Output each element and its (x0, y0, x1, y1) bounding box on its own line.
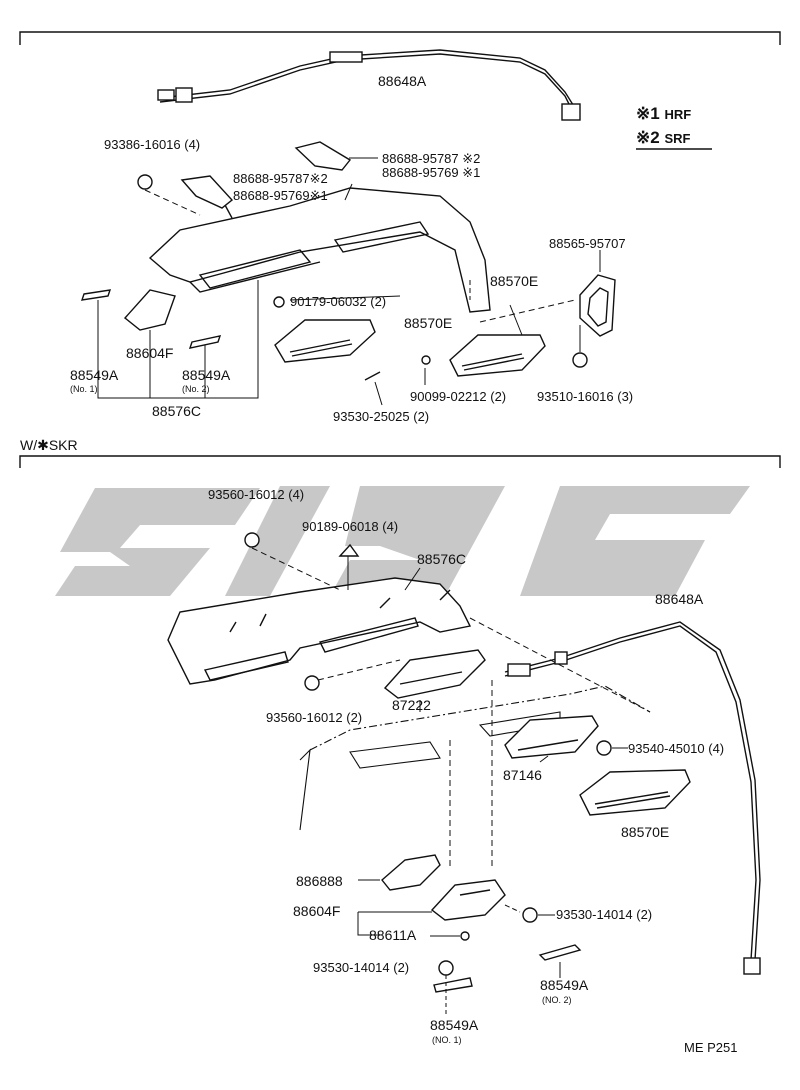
label-88570e-right: 88570E (490, 273, 539, 289)
label-93510-16016: 93510-16016 (3) (537, 389, 634, 404)
legend-item-srf: ※2 SRF (636, 126, 691, 150)
label-88549a-no1-top: 88549A (70, 367, 119, 383)
label-88549a-no2-bottom: 88549A (540, 977, 589, 993)
console-housing (148, 187, 491, 313)
label-88604f-top: 88604F (126, 345, 174, 361)
label-88549a-no2-top: 88549A (182, 367, 231, 383)
lamp-88604f (80, 289, 222, 349)
label-90179-06032: 90179-06032 (2) (290, 294, 387, 309)
label-88688-95769-b: 88688-95769※1 (233, 188, 328, 203)
label-93530-25025: 93530-25025 (2) (333, 409, 430, 424)
lamp-87222 (383, 649, 486, 699)
screw-symbols-bottom (244, 532, 612, 976)
cable-88648a-bottom (504, 621, 761, 975)
label-88648a-top: 88648A (378, 73, 427, 89)
lamp-87146 (504, 715, 599, 759)
label-88576c-top: 88576C (152, 403, 202, 419)
bottom-frame (19, 455, 781, 468)
bracket-88688 (180, 141, 352, 219)
label-88688-95769-a: 88688-95769 ※1 (382, 165, 481, 180)
label-93560-16012-a: 93560-16012 (4) (208, 487, 305, 502)
label-90189-06018: 90189-06018 (4) (302, 519, 399, 534)
label-88688-95787-a: 88688-95787 ※2 (382, 151, 481, 166)
label-88549a-no1-sub-top: (No. 1) (70, 384, 98, 394)
lens-88549a (433, 944, 582, 993)
legend-item-hrf: ※1 HRF (636, 102, 691, 126)
label-886888: 886888 (296, 873, 343, 889)
label-93386-16016: 93386-16016 (4) (104, 137, 201, 152)
leaders-top (97, 157, 601, 406)
label-88576c-bottom: 88576C (417, 551, 467, 567)
lamp-88604f-bottom (430, 879, 506, 921)
label-87222: 87222 (392, 697, 431, 713)
lamp-88570e-left (274, 319, 376, 363)
page-reference: ME P251 (684, 1040, 738, 1055)
label-87146: 87146 (503, 767, 542, 783)
label-88570e-bottom: 88570E (621, 824, 670, 840)
cable-88648a (157, 49, 581, 121)
label-88549a-no2-sub-top: (No. 2) (182, 384, 210, 394)
label-93530-14014-right: 93530-14014 (2) (556, 907, 653, 922)
watermark-logo (55, 486, 750, 596)
label-88648a-bottom: 88648A (655, 591, 704, 607)
top-frame (19, 31, 781, 45)
section-title-skr: W/✱SKR (20, 437, 78, 453)
label-88604f-bottom: 88604F (293, 903, 341, 919)
leaders-bottom (251, 547, 651, 1015)
label-88549a-no2-sub-bottom: (NO. 2) (542, 995, 572, 1005)
console-88576c (167, 577, 472, 685)
legend: ※1 HRF ※2 SRF (636, 102, 691, 150)
lamp-88570e-right (449, 334, 546, 377)
label-93560-16012-b: 93560-16012 (2) (266, 710, 363, 725)
label-88549a-no1-sub-bottom: (NO. 1) (432, 1035, 462, 1045)
bracket-886888 (381, 854, 441, 891)
label-88688-95787-b: 88688-95787※2 (233, 171, 328, 186)
legend-mark-2: ※2 (636, 128, 660, 147)
label-93530-14014-left: 93530-14014 (2) (313, 960, 410, 975)
legend-mark-1: ※1 (636, 104, 660, 123)
lamp-88570e-bottom (579, 769, 691, 816)
legend-code-srf: SRF (664, 131, 691, 146)
label-93540-45010: 93540-45010 (4) (628, 741, 725, 756)
label-88549a-no1-bottom: 88549A (430, 1017, 479, 1033)
bezel-88565 (579, 274, 616, 337)
label-88565-95707: 88565-95707 (549, 236, 626, 251)
label-88570e-center: 88570E (404, 315, 453, 331)
label-90099-02212: 90099-02212 (2) (410, 389, 507, 404)
screw-symbols-top (137, 174, 588, 381)
legend-code-hrf: HRF (664, 107, 692, 122)
label-88611a: 88611A (369, 927, 417, 943)
